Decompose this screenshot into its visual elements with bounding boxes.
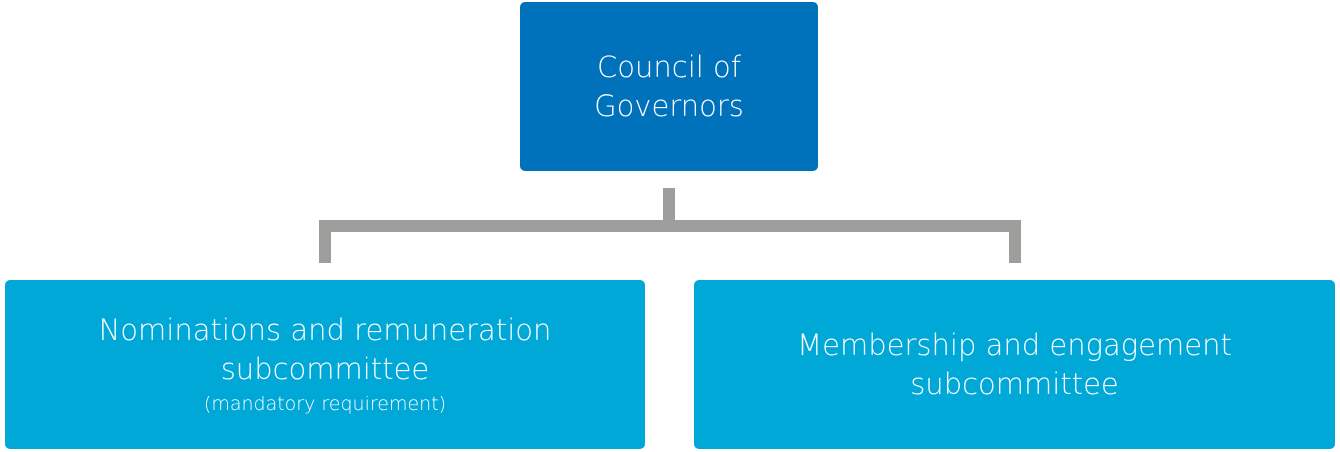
- membership-title-line1: Membership and engagement: [797, 327, 1232, 362]
- membership-subcommittee-box: Membership and engagement subcommittee: [694, 280, 1335, 449]
- nominations-note: (mandatory requirement): [203, 392, 447, 415]
- membership-title-line2: subcommittee: [910, 366, 1119, 401]
- connector-left-drop: [319, 220, 331, 263]
- nominations-title-line2: subcommittee: [220, 351, 430, 386]
- connector-right-drop: [1009, 220, 1021, 263]
- nominations-title-line1: Nominations and remuneration: [98, 312, 552, 347]
- connector-stem: [663, 188, 675, 224]
- connector-bar: [319, 220, 1021, 232]
- nominations-subcommittee-box: Nominations and remuneration subcommitte…: [5, 280, 645, 449]
- root-title-line2: Governors: [594, 88, 744, 123]
- council-of-governors-box: Council of Governors: [520, 2, 818, 171]
- root-title-line1: Council of: [597, 49, 741, 84]
